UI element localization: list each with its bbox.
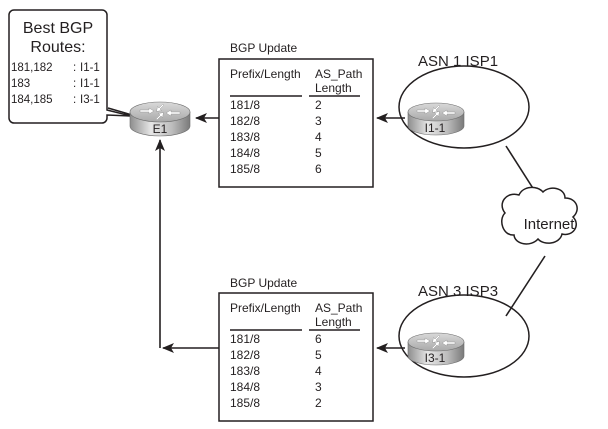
aspath-cell: 6 [315, 162, 322, 176]
callout-row-nexthop: I1-1 [80, 62, 100, 74]
asn3-isp3: ASN 3 ISP3 I3-1 [398, 283, 530, 378]
router-icon [407, 102, 465, 136]
aspath-cell: 4 [315, 364, 322, 378]
col-aspath-header-2: Length [315, 315, 352, 329]
callout-row-nexthop: I3-1 [80, 94, 100, 106]
callout-row-sep: : [73, 78, 76, 90]
update-title: BGP Update [230, 41, 297, 55]
prefix-cell: 181/8 [230, 332, 260, 346]
aspath-cell: 3 [315, 114, 322, 128]
update-title: BGP Update [230, 276, 297, 290]
aspath-cell: 4 [315, 130, 322, 144]
aspath-cell: 3 [315, 380, 322, 394]
bgp-update-isp1: BGP Update Prefix/Length AS_Path Length … [218, 41, 374, 188]
prefix-cell: 184/8 [230, 380, 260, 394]
bgp-update-isp3: BGP Update Prefix/Length AS_Path Length … [218, 276, 374, 422]
prefix-cell: 182/8 [230, 348, 260, 362]
router-e1: E1 [129, 101, 191, 137]
callout-row-sep: : [73, 62, 76, 74]
best-routes-callout: Best BGP Routes: 181,182 : I1-1 183 : I1… [8, 9, 132, 124]
callout-rows: 181,182 : I1-1 183 : I1-1 184,185 : I3-1 [11, 62, 100, 106]
aspath-cell: 5 [315, 146, 322, 160]
asn1-label: ASN 1 ISP1 [418, 53, 498, 70]
aspath-cell: 6 [315, 332, 322, 346]
asn3-boundary [398, 294, 530, 378]
col-aspath-header-1: AS_Path [315, 67, 362, 81]
router-i3-label: I3-1 [425, 351, 446, 365]
update-box [218, 292, 374, 422]
prefix-cell: 182/8 [230, 114, 260, 128]
aspath-cell: 2 [315, 98, 322, 112]
connections [107, 107, 546, 353]
router-i1: I1-1 [407, 102, 465, 136]
asn1-boundary [398, 65, 530, 149]
col-aspath-header-2: Length [315, 81, 352, 95]
callout-title-line1: Best BGP [23, 20, 93, 37]
prefix-cell: 181/8 [230, 98, 260, 112]
link-isp1-internet [505, 145, 537, 194]
prefix-cell: 183/8 [230, 130, 260, 144]
prefix-cell: 184/8 [230, 146, 260, 160]
aspath-cell: 5 [315, 348, 322, 362]
callout-row-prefixes: 181,182 [11, 62, 53, 74]
cloud-label: Internet [524, 216, 576, 233]
asn1-isp1: ASN 1 ISP1 I1-1 [398, 53, 530, 149]
router-icon [407, 332, 465, 366]
aspath-cell: 2 [315, 396, 322, 410]
router-i3: I3-1 [407, 332, 465, 366]
internet-cloud: Internet [501, 186, 578, 245]
router-e1-label: E1 [153, 122, 168, 136]
callout-row-prefixes: 184,185 [11, 94, 53, 106]
callout-row-sep: : [73, 94, 76, 106]
prefix-cell: 185/8 [230, 396, 260, 410]
callout-title-line2: Routes: [30, 39, 85, 56]
router-icon [129, 101, 191, 137]
router-i1-label: I1-1 [425, 121, 446, 135]
col-prefix-header: Prefix/Length [230, 67, 301, 81]
prefix-cell: 183/8 [230, 364, 260, 378]
callout-row-prefixes: 183 [11, 78, 30, 90]
cloud-icon [501, 186, 578, 245]
prefix-cell: 185/8 [230, 162, 260, 176]
link-internet-isp3 [505, 255, 546, 317]
callout-row-nexthop: I1-1 [80, 78, 100, 90]
update-box [218, 58, 374, 188]
col-prefix-header: Prefix/Length [230, 301, 301, 315]
col-aspath-header-1: AS_Path [315, 301, 362, 315]
